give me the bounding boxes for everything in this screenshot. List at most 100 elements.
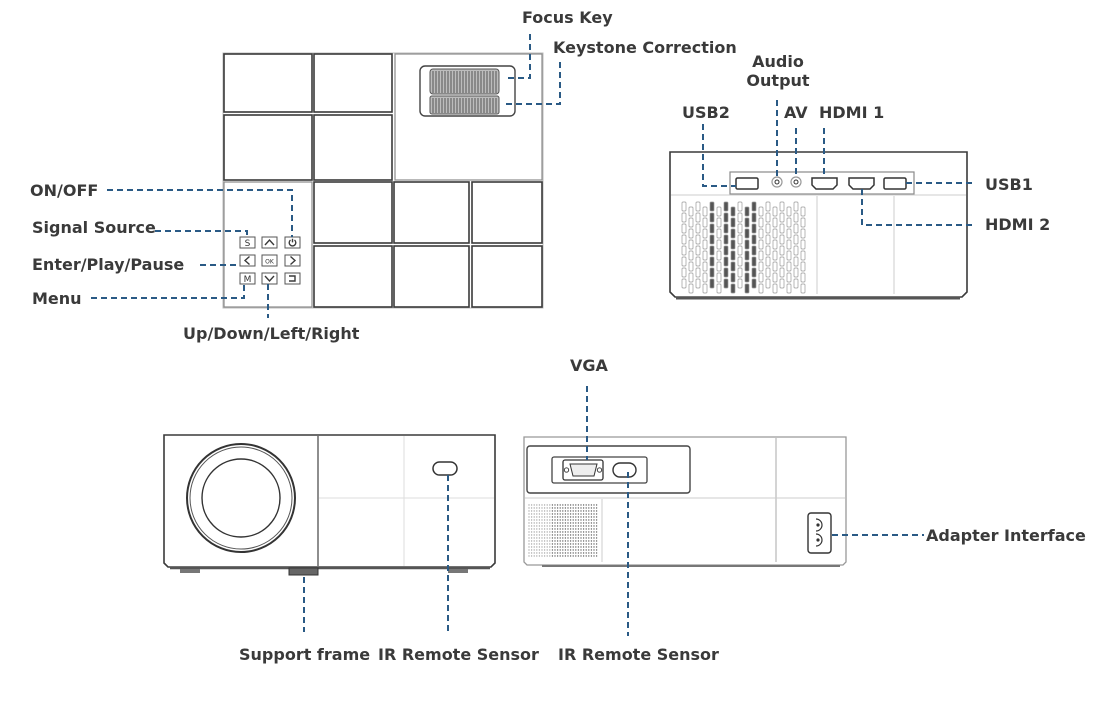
vent-dot (564, 540, 567, 542)
vent-dot (536, 513, 538, 515)
vent-dot (567, 507, 569, 509)
vent-dot (530, 534, 533, 536)
vent-dot (538, 510, 541, 512)
vent-slot (702, 272, 708, 283)
vent-slot (716, 206, 722, 217)
vent-dot (530, 531, 533, 533)
vent-dot (595, 507, 598, 509)
vent-slot (751, 278, 757, 289)
usb1-port (883, 177, 907, 190)
vent-dot (559, 546, 561, 548)
vent-dot (564, 531, 567, 533)
vent-dot (554, 513, 556, 515)
vent-dot (595, 543, 598, 545)
left-button[interactable] (239, 254, 256, 267)
ok-button[interactable]: OK (261, 254, 278, 267)
vent-dot (536, 549, 538, 551)
vent-slot (779, 256, 785, 267)
vent-dot (569, 555, 572, 557)
back-button[interactable] (284, 272, 301, 285)
vent-dot (577, 552, 580, 554)
back-vent-grille (528, 504, 598, 557)
vent-dot (533, 534, 535, 536)
support-frame-label: Support frame (239, 645, 370, 664)
vent-slot (702, 206, 708, 217)
vent-slot (765, 201, 771, 212)
top-panel (393, 181, 470, 244)
vent-dot (554, 504, 556, 506)
vent-dot (590, 507, 593, 509)
up-button[interactable] (261, 236, 278, 249)
vent-dot (549, 534, 551, 536)
vent-dot (530, 504, 533, 506)
vent-slot (737, 245, 743, 256)
vent-slot (716, 217, 722, 228)
vent-slot (758, 272, 764, 283)
top-panel (313, 181, 393, 244)
vent-dot (549, 540, 551, 542)
vent-dot (554, 543, 556, 545)
vent-dot (572, 546, 574, 548)
vent-dot (543, 549, 546, 551)
vent-slot (744, 206, 750, 217)
vent-dot (541, 516, 543, 518)
keystone-wheel[interactable] (429, 95, 500, 115)
vent-dot (543, 516, 546, 518)
vent-slot (702, 217, 708, 228)
vent-dot (564, 555, 567, 557)
vent-slot (751, 234, 757, 245)
vent-slot (779, 278, 785, 289)
vent-slot (751, 212, 757, 223)
vent-slot (758, 250, 764, 261)
front-foot (448, 569, 468, 573)
vent-dot (541, 519, 543, 521)
vent-slot (695, 201, 701, 212)
vent-dot (564, 552, 567, 554)
vent-dot (551, 504, 554, 506)
top-panel (313, 245, 393, 308)
vent-dot (546, 513, 548, 515)
source-button[interactable]: S (239, 236, 256, 249)
vent-dot (593, 507, 595, 509)
vent-dot (556, 543, 559, 545)
vent-dot (551, 519, 554, 521)
vent-dot (567, 543, 569, 545)
top-panel (393, 245, 470, 308)
vent-slot (779, 234, 785, 245)
vent-dot (582, 552, 585, 554)
focus-keystone-dial[interactable] (419, 65, 516, 117)
vent-dot (564, 546, 567, 548)
vent-dot (559, 555, 561, 557)
vent-slot (786, 261, 792, 272)
right-button[interactable] (284, 254, 301, 267)
vent-dot (541, 549, 543, 551)
vent-dot (575, 540, 577, 542)
vent-dot (585, 504, 587, 506)
vent-slot (744, 272, 750, 283)
vent-dot (528, 522, 530, 524)
vent-slot (695, 212, 701, 223)
menu-button[interactable]: M (239, 272, 256, 285)
vent-dot (536, 507, 538, 509)
vent-slot (800, 283, 806, 294)
vent-dot (595, 546, 598, 548)
vent-slot (793, 267, 799, 278)
vent-dot (538, 528, 541, 530)
support-frame[interactable] (288, 567, 319, 576)
hdmi2-port (848, 177, 875, 190)
down-button[interactable] (261, 272, 278, 285)
vent-dot (541, 537, 543, 539)
vent-dot (593, 537, 595, 539)
vent-dot (572, 540, 574, 542)
vent-dot (562, 552, 564, 554)
vent-dot (580, 528, 582, 530)
vent-dot (546, 549, 548, 551)
vent-dot (549, 519, 551, 521)
vent-dot (569, 519, 572, 521)
vent-dot (567, 528, 569, 530)
vent-dot (572, 549, 574, 551)
power-button[interactable] (284, 236, 301, 249)
focus-wheel[interactable] (429, 68, 500, 95)
vent-slot (800, 261, 806, 272)
vent-dot (580, 549, 582, 551)
